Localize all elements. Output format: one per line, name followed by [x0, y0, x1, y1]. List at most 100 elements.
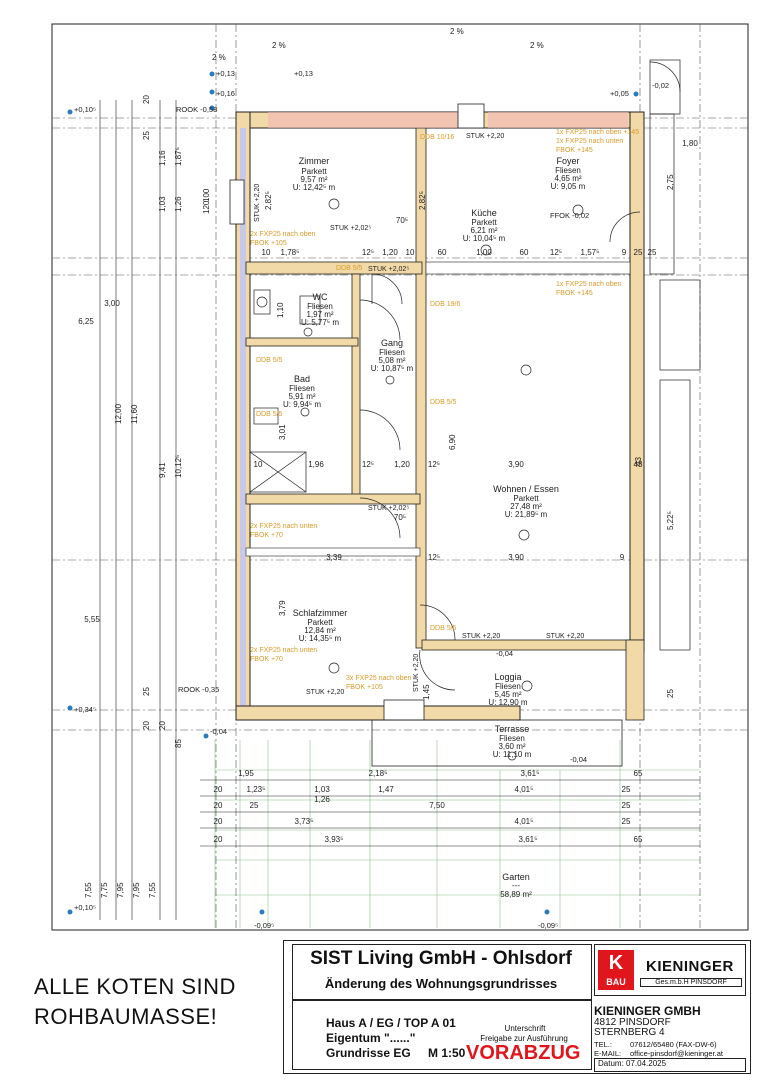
drawing-border — [51, 23, 749, 931]
signature-label: Unterschrift — [504, 1024, 546, 1033]
level-label: +0,05 — [610, 89, 629, 98]
room-gang-area: 5,08 m² — [378, 356, 405, 365]
room-foyer-area: 4,65 m² — [554, 174, 581, 183]
dim-label: 20 — [158, 721, 167, 730]
dim-label: 7,95 — [116, 882, 125, 898]
room-terrasse-u: U: 11,10 m — [493, 750, 532, 759]
note-line-2: ROHBAUMASSE! — [34, 1004, 218, 1029]
dim-label: 3,00 — [104, 299, 120, 308]
client-name: SIST Living GmbH - Ohlsdorf — [310, 948, 572, 969]
light-marks — [300, 198, 584, 761]
level-label: ROOK -0,35 — [178, 685, 219, 694]
room-wohnen-area: 27,48 m² — [510, 502, 542, 511]
electrical-note: 1x FXP25 nach unten — [556, 138, 623, 145]
dim-label: 6,90 — [448, 434, 457, 450]
room-schlaf-u: U: 14,35⁵ m — [299, 634, 342, 643]
title-company-box — [292, 944, 592, 1000]
floor-plan: Zimmer Parkett 9,57 m² U: 12,42⁵ m Küche… — [51, 23, 749, 931]
room-gang-u: U: 10,87⁵ m — [371, 364, 414, 373]
room-zimmer-u: U: 12,42⁵ m — [293, 183, 336, 192]
dim-label: 25 — [622, 801, 631, 810]
electrical-note: 1x FXP25 nach oben — [556, 281, 621, 288]
room-wc-name: WC — [313, 292, 328, 302]
room-bad-floor: Fliesen — [289, 384, 315, 393]
firm-address-2: STERNBERG 4 — [594, 1027, 665, 1038]
room-zimmer-name: Zimmer — [299, 156, 330, 166]
dim-label: 20 — [214, 801, 223, 810]
dim-label: 12⁵ — [362, 460, 374, 469]
room-terrasse-floor: Fliesen — [499, 734, 525, 743]
dim-label: 1,96 — [308, 460, 324, 469]
dim-label: 1,03 — [158, 196, 167, 212]
dim-label: 120 — [202, 200, 211, 214]
room-bad-u: U: 9,94⁵ m — [283, 400, 321, 409]
dim-label: 4,01⁵ — [515, 785, 534, 794]
stuk-label: STUK +2,02⁵ — [368, 266, 409, 273]
dim-label: 43 — [634, 460, 643, 469]
room-kueche-area: 6,21 m² — [470, 226, 497, 235]
dim-label: 1,00 — [476, 248, 492, 257]
level-label: -0,04 — [570, 755, 587, 764]
dim-label: 3,79 — [278, 600, 287, 616]
dim-label: 20 — [214, 817, 223, 826]
electrical-note: 1x FXP25 nach oben +145 — [556, 129, 639, 136]
room-schlaf-name: Schlafzimmer — [293, 608, 348, 618]
level-label: +0,34⁵ — [74, 705, 96, 714]
electrical-note: 3x FXP25 nach oben — [346, 675, 411, 682]
ddb-label: DDB 5/5 — [430, 399, 457, 406]
door-swings — [359, 61, 681, 691]
electrical-note: 2x FXP25 nach oben — [250, 231, 315, 238]
dim-label: 12⁵ — [362, 248, 374, 257]
note-line-1: ALLE KOTEN SIND — [34, 974, 236, 999]
dim-label: 1,80 — [682, 139, 698, 148]
dim-label: 1,26 — [314, 795, 330, 804]
level-label: +0,13 — [216, 69, 235, 78]
room-wohnen-u: U: 21,89⁵ m — [505, 510, 548, 519]
dimension-chains — [99, 100, 700, 920]
room-loggia-floor: Fliesen — [495, 682, 521, 691]
dim-label: 7,55 — [148, 882, 157, 898]
dim-label: 3,73⁵ — [295, 817, 314, 826]
room-kueche-name: Küche — [471, 208, 497, 218]
dim-label: 3,61⁵ — [521, 769, 540, 778]
dim-label: 25 — [142, 131, 151, 140]
dim-label: 12⁵ — [428, 553, 440, 562]
project-haus: Haus A / EG / TOP A 01 — [326, 1016, 456, 1030]
room-garten-name: Garten — [502, 872, 530, 882]
dim-label: 12,00 — [114, 403, 123, 424]
room-schlaf-area: 12,84 m² — [304, 626, 336, 635]
dim-label: 1,20 — [382, 248, 398, 257]
drawing-scale: M 1:50 — [428, 1046, 466, 1060]
ddb-label: DDB 19/6 — [430, 301, 460, 308]
dim-label: 5,22⁵ — [666, 511, 675, 530]
terrace-outline — [371, 719, 623, 767]
room-foyer-floor: Fliesen — [555, 166, 581, 175]
room-foyer-u: U: 9,05 m — [551, 182, 586, 191]
project-eigentum: Eigentum "......" — [326, 1031, 416, 1045]
electrical-note: FBOK +105 — [346, 684, 383, 691]
firm-address-1: 4812 PINSDORF — [594, 1017, 671, 1028]
room-gang-floor: Fliesen — [379, 348, 405, 357]
dim-label: 1,95 — [238, 769, 254, 778]
logo-box — [594, 944, 746, 996]
project-box — [292, 1000, 592, 1070]
room-wc-u: U: 5,77⁵ m — [301, 318, 339, 327]
dim-label: 2,75 — [666, 174, 675, 190]
dim-label: 3,39 — [326, 553, 342, 562]
level-label: -0,09⁵ — [254, 921, 274, 930]
room-loggia-u: U: 12,90 m — [488, 698, 527, 707]
electrical-note: FBOK +145 — [556, 290, 593, 297]
sanitary-fixtures — [249, 289, 321, 493]
ddb-label: DDB 5/5 — [256, 411, 283, 418]
dim-label: 25 — [648, 248, 657, 257]
dim-label: 1,03 — [314, 785, 330, 794]
dim-label: 11,60 — [130, 404, 139, 424]
slope-label: 2 % — [530, 41, 544, 50]
level-label: -0,02 — [652, 81, 669, 90]
dim-label: 1,57⁵ — [581, 248, 600, 257]
dim-label: 25 — [666, 689, 675, 698]
drawing-subtitle: Änderung des Wohnungsgrundrisses — [324, 976, 558, 991]
room-terrasse-area: 3,60 m² — [498, 742, 525, 751]
dim-label: 12⁵ — [428, 460, 440, 469]
dim-label: 4,01⁵ — [515, 817, 534, 826]
